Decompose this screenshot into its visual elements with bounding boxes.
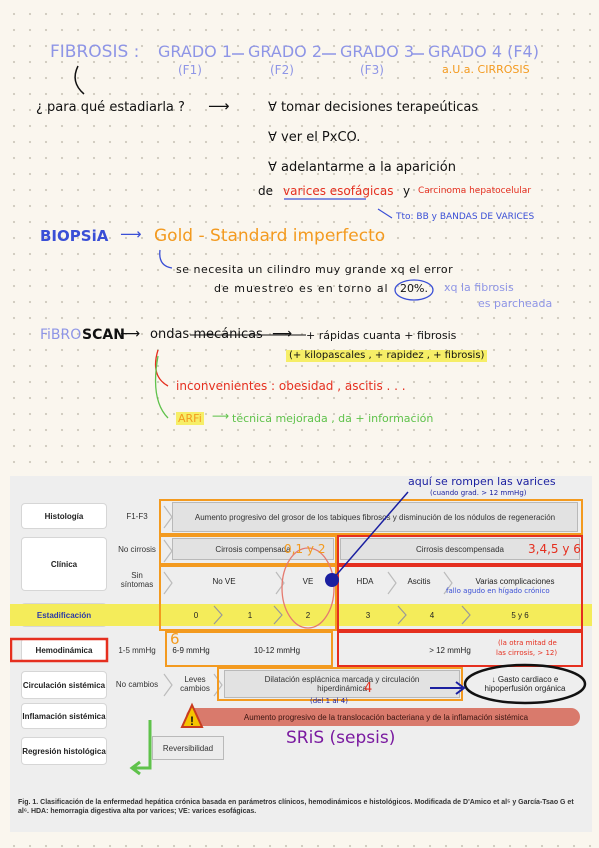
clin-ascitis: Ascitis <box>407 576 431 586</box>
clin-hda: HDA <box>356 576 374 586</box>
hist-f1-f3: F1-F3 <box>126 511 148 521</box>
staging-band <box>10 604 592 626</box>
circ-dilatacion: Dilatación esplácnica marcada y circulac… <box>224 670 460 698</box>
row-estadificacion-overlay: Estadificación <box>36 610 92 620</box>
clin-descompensada: Cirrosis descompensada <box>340 538 580 560</box>
arfi-label: ARFi <box>176 412 204 425</box>
inflam-text: Aumento progresivo de la translocación b… <box>243 712 529 722</box>
arrow-1: ⟶ <box>208 97 230 115</box>
row-clinica: Clínica <box>22 538 106 590</box>
anot-otra-mitad-1: (la otra mitad de <box>498 639 557 647</box>
f2-label: (F2) <box>270 63 294 77</box>
carcinoma-hepatocelular: Carcinoma hepatocelular <box>418 186 532 196</box>
stage-2: 2 <box>305 610 311 620</box>
biopsia-aside-2: es parcheada <box>478 297 553 310</box>
row-histologia: Histología <box>22 504 106 528</box>
varices-esofagicas: varices esofágicas <box>283 184 394 198</box>
anot-sris: SRiS (sepsis) <box>286 728 396 748</box>
ondas-resultado: + rápidas cuanta + fibrosis <box>306 329 457 342</box>
clin-sin-sintomas: Sin síntomas <box>120 571 154 589</box>
arrow-fibroscan: ⟶ <box>120 326 141 342</box>
staging-figure: Histología Clínica Estadificación Hemodi… <box>10 476 592 832</box>
reason-de: de <box>258 184 273 198</box>
circ-leves: Leves cambios <box>180 675 210 693</box>
question: ¿ para qué estadiarla ? <box>36 100 185 115</box>
biopsia-20-percent: 20%. <box>400 282 428 295</box>
grado-3: GRADO 3 <box>340 42 414 61</box>
circ-no-cambios: No cambios <box>115 679 159 689</box>
arrow-arfi: ⟶ <box>212 409 230 423</box>
fibroscan-label-a: FiBRO <box>40 327 82 343</box>
f3-label: (F3) <box>360 63 384 77</box>
clin-no-ve: No VE <box>212 576 236 586</box>
figure-overlay: ! <box>10 491 587 776</box>
aqui-se-rompen: aquí se rompen las varices <box>408 475 556 488</box>
row-circulacion: Circulación sistémica <box>22 672 106 698</box>
anot-otra-mitad-2: las cirrosis, > 12) <box>496 649 558 657</box>
clin-ve: VE <box>302 576 314 586</box>
hemo-gt12: > 12 mmHg <box>429 645 471 655</box>
stage-5-6: 5 y 6 <box>511 610 529 620</box>
arrow-biopsia: ⟶ <box>120 225 142 243</box>
f1-label: (F1) <box>178 63 202 77</box>
ama-cirrosis: a.U.a. CIRROSIS <box>442 63 530 76</box>
row-hemodinamica: Hemodinámica <box>22 639 106 661</box>
gold-standard: Gold - Standard imperfecto <box>154 226 386 246</box>
clin-no-cirrosis: No cirrosis <box>118 544 156 554</box>
biopsia-note-1: se necesita un cilindro muy grande xq el… <box>176 263 454 276</box>
arfi-nota: técnica mejorada , da + información <box>232 412 434 425</box>
fibroscan-label-b: SCAN <box>82 327 125 343</box>
anot-6: 6 <box>170 630 180 648</box>
reason-pronostico: ∀ ver el PxCO. <box>268 130 361 145</box>
inflam-band <box>186 708 580 726</box>
hemo-1-5: 1-5 mmHg <box>118 645 156 655</box>
anot-4: 4 <box>364 681 373 696</box>
hist-text: Aumento progresivo del grosor de los tab… <box>172 502 578 532</box>
circ-gasto: ↓ Gasto cardiaco e hipoperfusión orgánic… <box>484 675 566 693</box>
figure-caption: Fig. 1. Clasificación de la enfermedad h… <box>18 799 574 816</box>
stage-3: 3 <box>365 610 371 620</box>
hemo-10-12: 10-12 mmHg <box>253 645 301 655</box>
reversibilidad: Reversibilidad <box>152 736 224 760</box>
biopsia-label: BIOPSiA <box>40 227 109 245</box>
anot-012: 0,1 y 2 <box>284 542 326 556</box>
biopsia-note-2: de muestreo es en torno al <box>214 282 389 295</box>
biopsia-aside-1: xq la fibrosis <box>444 281 514 294</box>
fibrosis-heading: FIBROSIS : <box>50 42 140 62</box>
grado-4: GRADO 4 (F4) <box>428 42 539 61</box>
anot-fallo: fallo agudo en hígado crónico <box>446 587 550 595</box>
anot-del-1-al-4: (del 1 al 4) <box>310 697 348 705</box>
inconvenientes: inconvenientes : obesidad , ascitis . . … <box>176 379 406 393</box>
stage-4: 4 <box>429 610 435 620</box>
anot-3456: 3,4,5 y 6 <box>528 542 581 556</box>
reason-y: y <box>403 184 411 198</box>
stage-1: 1 <box>247 610 253 620</box>
stage-0: 0 <box>193 610 199 620</box>
grado-1: GRADO 1 <box>158 42 232 61</box>
grado-2: GRADO 2 <box>248 42 322 61</box>
svg-text:!: ! <box>190 714 194 728</box>
row-regresion: Regresión histológica <box>22 738 106 764</box>
aqui-sub: (cuando grad. > 12 mmHg) <box>430 489 527 497</box>
hemo-6-9: 6-9 mmHg <box>172 645 210 655</box>
row-inflamacion: Inflamación sistémica <box>22 704 106 728</box>
ondas-mecanicas: ondas mecánicas <box>150 327 263 342</box>
reason-decisiones: ∀ tomar decisiones terapeúticas <box>268 100 479 115</box>
ondas-parentesis: (+ kilopascales , + rapidez , + fibrosis… <box>286 350 488 362</box>
tratamiento-varices: Tto: BB y BANDAS DE VARICES <box>396 212 535 222</box>
reason-adelantarme: ∀ adelantarme a la aparición <box>268 160 456 175</box>
clin-varias: Varias complicaciones <box>475 576 555 586</box>
arrow-ondas: ⟶ <box>272 326 293 342</box>
